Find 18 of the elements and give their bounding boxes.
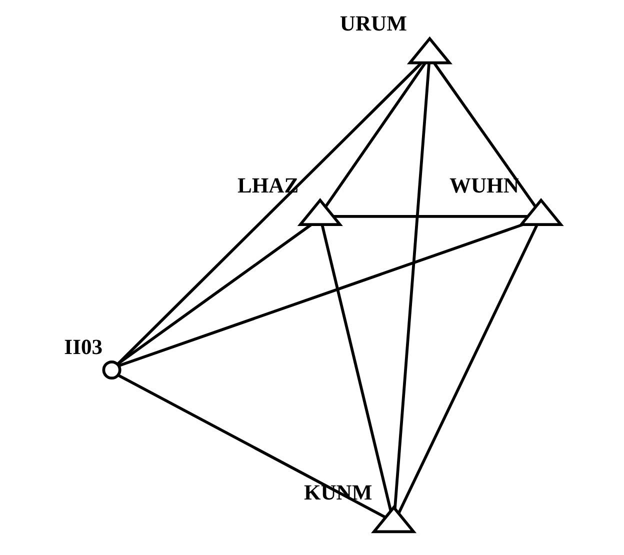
node-label: WUHN (448, 173, 518, 198)
connector (432, 62, 536, 208)
node-triangle (406, 36, 452, 64)
node-triangle (296, 198, 342, 226)
node-label: LHAZ (237, 173, 298, 198)
connector (116, 62, 422, 366)
node-triangle (518, 198, 564, 226)
connector (393, 62, 430, 508)
connector (118, 223, 523, 368)
node-triangle (370, 505, 416, 534)
connector (324, 62, 426, 208)
connector (320, 224, 392, 512)
connector (396, 224, 538, 514)
connector (333, 215, 527, 218)
node-circle (102, 360, 121, 380)
connector (117, 374, 386, 519)
node-label: URUM (339, 12, 406, 36)
node-label: II03 (64, 335, 102, 360)
